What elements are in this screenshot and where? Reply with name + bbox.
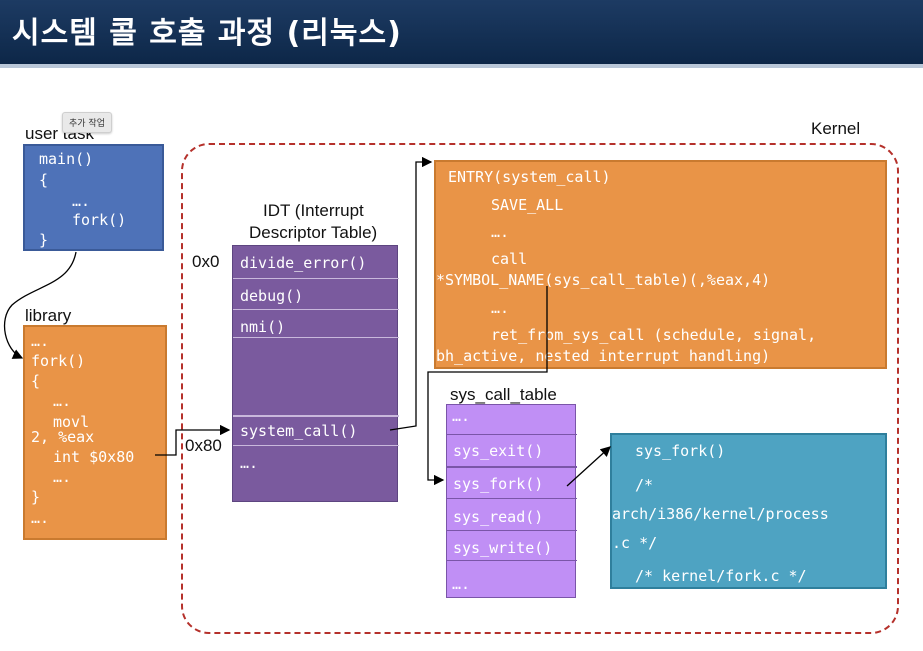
idt-addr-0x80: 0x80 bbox=[185, 436, 222, 455]
idt-entry-label: divide_error() bbox=[240, 254, 367, 272]
user-task-box: main() { …. fork() } bbox=[23, 144, 164, 251]
page-title: 시스템 콜 호출 과정 (리눅스) bbox=[12, 16, 402, 51]
library-label: library bbox=[25, 306, 72, 325]
system-call-entry-box: ENTRY(system_call) SAVE_ALL …. call *SYM… bbox=[434, 160, 887, 369]
user-task-line: { bbox=[39, 171, 49, 189]
library-line: …. bbox=[31, 509, 50, 527]
idt-entry: debug() bbox=[233, 279, 399, 310]
int80-to-idt-arrow bbox=[155, 424, 231, 456]
sys-fork-line: sys_fork() bbox=[635, 442, 726, 460]
sys-fork-line: .c */ bbox=[612, 534, 658, 552]
idt-to-entry-arrow bbox=[389, 156, 433, 431]
sys-call-table-entry: …. bbox=[447, 405, 577, 435]
title-bar bbox=[0, 0, 923, 64]
tooltip: 추가 작업 bbox=[62, 112, 112, 133]
user-task-line: …. bbox=[72, 192, 91, 210]
sys-call-table-entry: sys_exit() bbox=[447, 435, 577, 467]
idt-title-line-2: Descriptor Table) bbox=[249, 223, 378, 242]
idt-entry: …. bbox=[233, 446, 399, 503]
library-line: …. bbox=[53, 392, 72, 410]
idt-entry-system-call: system_call() bbox=[233, 416, 399, 446]
library-line: fork() bbox=[31, 352, 86, 370]
entry-line: …. bbox=[491, 299, 510, 317]
library-line: …. bbox=[31, 332, 50, 350]
sys-call-table-entry-label: sys_read() bbox=[453, 508, 544, 526]
library-line: { bbox=[31, 372, 41, 390]
idt-entry: divide_error() bbox=[233, 246, 399, 279]
sys-call-table-entry-label: …. bbox=[452, 407, 471, 425]
idt-entry-label: debug() bbox=[240, 287, 304, 305]
user-task-line: main() bbox=[39, 150, 94, 168]
entry-line: call bbox=[491, 250, 528, 268]
user-task-line: } bbox=[39, 231, 49, 249]
idt-addr-0x0: 0x0 bbox=[192, 252, 220, 271]
table-to-sys-fork-arrow bbox=[566, 446, 611, 487]
entry-line: bh_active, nested interrupt handling) bbox=[436, 347, 771, 365]
sys-call-table-entry-label: sys_write() bbox=[453, 539, 553, 557]
library-line: int $0x80 bbox=[53, 448, 135, 466]
sys-call-table-label: sys_call_table bbox=[450, 385, 557, 404]
sys-call-table-entry-fork: sys_fork() bbox=[447, 467, 577, 499]
entry-line: ENTRY(system_call) bbox=[448, 168, 611, 186]
idt-entry-label: …. bbox=[240, 454, 259, 472]
sys-fork-line: /* bbox=[635, 476, 654, 494]
user-task-line: fork() bbox=[72, 211, 127, 229]
entry-to-table-arrow bbox=[427, 286, 548, 486]
idt-entry: nmi() bbox=[233, 310, 399, 338]
sys-fork-line: /* kernel/fork.c */ bbox=[635, 567, 807, 585]
idt-entry-label: system_call() bbox=[240, 422, 358, 440]
library-line: } bbox=[31, 488, 41, 506]
sys-call-table-entry: …. bbox=[447, 561, 577, 599]
sys-call-table-entry-label: sys_fork() bbox=[453, 475, 544, 493]
sys-call-table-entry-label: sys_exit() bbox=[453, 442, 544, 460]
kernel-region bbox=[181, 143, 899, 634]
entry-line: *SYMBOL_NAME(sys_call_table)(,%eax,4) bbox=[436, 271, 771, 289]
title-underline bbox=[0, 64, 923, 68]
library-line: …. bbox=[53, 468, 72, 486]
sys-fork-box: sys_fork() /* arch/i386/kernel/process .… bbox=[610, 433, 887, 589]
library-line: 2, %eax bbox=[31, 428, 95, 446]
sys-call-table-entry-label: …. bbox=[452, 575, 471, 593]
entry-line: SAVE_ALL bbox=[491, 196, 564, 214]
sys-call-table-entry: sys_write() bbox=[447, 531, 577, 561]
sys-call-table-entry: sys_read() bbox=[447, 499, 577, 531]
idt-entry-empty bbox=[233, 338, 399, 416]
sys-fork-line: arch/i386/kernel/process bbox=[612, 505, 829, 523]
idt-entry-label: nmi() bbox=[240, 318, 286, 336]
entry-line: …. bbox=[491, 223, 510, 241]
idt-table: divide_error() debug() nmi() system_call… bbox=[232, 245, 399, 503]
sys-call-table: …. sys_exit() sys_fork() sys_read() sys_… bbox=[446, 404, 577, 599]
idt-title-line-1: IDT (Interrupt bbox=[263, 201, 364, 220]
user-to-library-arrow bbox=[3, 251, 77, 359]
library-line: movl bbox=[53, 413, 90, 431]
library-box: …. fork() { …. movl 2, %eax int $0x80 ….… bbox=[23, 325, 167, 540]
kernel-label: Kernel bbox=[811, 119, 861, 138]
entry-line: ret_from_sys_call (schedule, signal, bbox=[491, 326, 817, 344]
